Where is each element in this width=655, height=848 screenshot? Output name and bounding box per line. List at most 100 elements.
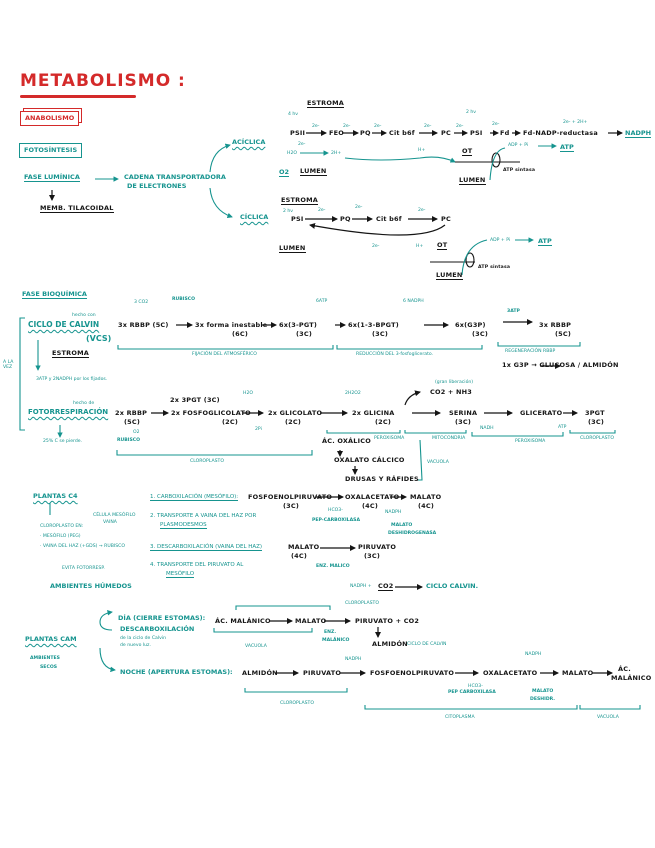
co2: 3 CO2 <box>134 300 149 305</box>
anabolismo-box: ANABOLISMO <box>20 111 80 127</box>
noche: NOCHE (APERTURA ESTOMAS): <box>120 668 233 676</box>
malato: MALATO <box>288 543 320 551</box>
organelle-label: CLOROPLASTO <box>280 701 314 706</box>
e-label: 2e- <box>318 208 326 213</box>
ciclica: CÍCLICA <box>240 213 269 221</box>
pc: PC <box>441 215 451 223</box>
estroma-label: ESTROMA <box>281 196 318 206</box>
step-1: 1. CARBOXILACIÓN (MESÓFILO): <box>150 494 239 502</box>
organelle-label: CLOROPLASTO <box>580 436 614 441</box>
pq: PQ <box>340 215 351 223</box>
carbons: (3C) <box>588 418 605 426</box>
organelle-label: VACUOLA <box>427 460 449 465</box>
carbons: (4C) <box>291 552 308 560</box>
e-label: 2e- <box>355 205 363 210</box>
cit-b6f: Cit b6f <box>376 215 402 223</box>
lumen-label: LUMEN <box>459 176 486 186</box>
e-label: 2e- <box>492 122 500 127</box>
e-label: 2e- <box>424 124 432 129</box>
stage-label: REDUCCIÓN DEL 3-fosfoglicerato. <box>356 352 434 357</box>
glicina: 2x GLICINA <box>352 409 395 417</box>
dia: DÍA (CIERRE ESTOMAS): <box>118 614 206 622</box>
adp-pi: ADP + Pi <box>490 238 511 243</box>
page-title: METABOLISMO : <box>20 71 186 91</box>
step-4: 4. TRANSPORTE DEL PIRUVATO AL <box>150 562 244 568</box>
light-label: 2 hν <box>283 209 293 214</box>
enzima-malico: ENZ. MALICO <box>316 564 350 569</box>
note: VAINA <box>103 520 117 525</box>
note: de la ciclo de Calvin <box>120 636 167 641</box>
step-4b: MESÓFILO <box>166 571 195 579</box>
plantas-c4: PLANTAS C4 <box>33 492 78 500</box>
organelle-label: PEROXISOMA <box>374 436 405 441</box>
note: hecho de <box>73 401 95 406</box>
ciclo-calvin: CICLO DE CALVIN <box>28 320 100 329</box>
organelle-label: CLOROPLASTO <box>190 459 224 464</box>
light-label-2: 2 hν <box>466 110 476 115</box>
atp: 3ATP <box>507 309 520 314</box>
o2: O2 <box>133 430 140 435</box>
atp-sintasa: ATP sintasa <box>478 265 511 270</box>
atp-sintasa: ATP sintasa <box>503 168 536 173</box>
o2: O2 <box>279 168 290 178</box>
e-label: 2e- <box>418 208 426 213</box>
carbons: (3C) <box>455 418 472 426</box>
organelle-label: CLOROPLASTO <box>345 601 379 606</box>
note: de nuevo luz. <box>120 643 151 648</box>
organelle-label: PEROXISOMA <box>515 439 546 444</box>
drusas-rafides: DRUSAS Y RÁFIDES <box>345 475 419 483</box>
h-plus: H+ <box>418 148 426 153</box>
enzima: ENZ. <box>324 630 337 635</box>
nadph: NADPH <box>525 652 542 657</box>
3pgt: 2x 3PGT (3C) <box>170 396 220 404</box>
lumen-label: LUMEN <box>436 271 463 281</box>
atp: 6ATP <box>316 299 328 304</box>
forma-inestable: 3x forma inestable <box>195 321 268 329</box>
fotosintesis-box: FOTOSÍNTESIS <box>19 143 83 159</box>
bpgt: 6x(1-3-BPGT) <box>348 321 399 329</box>
cadena-1: CADENA TRANSPORTADORA <box>124 173 226 181</box>
nadph: 6 NADPH <box>403 299 424 304</box>
oxalato-calcico: OXALATO CÁLCICO <box>334 456 405 464</box>
atp: ATP <box>560 143 574 153</box>
carbons: (4C) <box>418 502 435 510</box>
hco3: HCO3- <box>468 684 483 689</box>
vcs: (VCS) <box>86 334 112 343</box>
2h: 2H+ <box>331 151 342 156</box>
light-label: 4 hν <box>288 112 298 117</box>
carbons: (4C) <box>362 502 379 510</box>
title-underline <box>20 95 136 98</box>
ciclo-calvin: CICLO CALVIN. <box>426 582 479 590</box>
adp-pi: ADP + Pi <box>508 143 529 148</box>
ot-label: OT <box>462 147 473 157</box>
step-2: 2. TRANSPORTE A VAINA DEL HAZ POR <box>150 513 257 519</box>
e-label: 2e- <box>343 124 351 129</box>
carbons: (2C) <box>375 418 392 426</box>
g3p: 6x(G3P) <box>455 321 486 329</box>
fd: Fd <box>500 129 510 137</box>
3-pgt: 6x(3-PGT) <box>279 321 318 329</box>
rbbp: 3x RBBP (5C) <box>118 321 169 329</box>
serina: SERINA <box>449 409 478 417</box>
malato-deshidrogenasa: DESHIDROGENASA <box>388 531 437 536</box>
note: · MESÓFILO (PEG) <box>40 534 81 539</box>
pi: 2Pi <box>255 427 262 432</box>
note: 3ATP y 2NADPH por los fijados. <box>36 377 108 382</box>
organelle-label: VACUOLA <box>245 644 267 649</box>
nadh: NADH <box>480 426 494 431</box>
ot-label: OT <box>437 241 448 251</box>
note: (gran liberación) <box>435 380 474 385</box>
stage-label: FIJACIÓN DEL ATMOSFÉRICO <box>192 352 257 357</box>
cadena-2: DE ELECTRONES <box>127 182 187 190</box>
note: CLOROPLASTO EN: <box>40 524 84 529</box>
almidon: ALMIDÓN <box>372 640 408 648</box>
oxalacetato: OXALACETATO <box>483 669 538 677</box>
psi: PSI <box>470 129 483 137</box>
e-label: 2e- <box>374 124 382 129</box>
rbbp: 2x RBBP <box>115 409 148 417</box>
step-3: 3. DESCARBOXILACIÓN (VAINA DEL HAZ) <box>150 544 263 552</box>
almidon: ALMIDÓN <box>242 669 278 677</box>
estroma-label: ESTROMA <box>307 99 344 109</box>
